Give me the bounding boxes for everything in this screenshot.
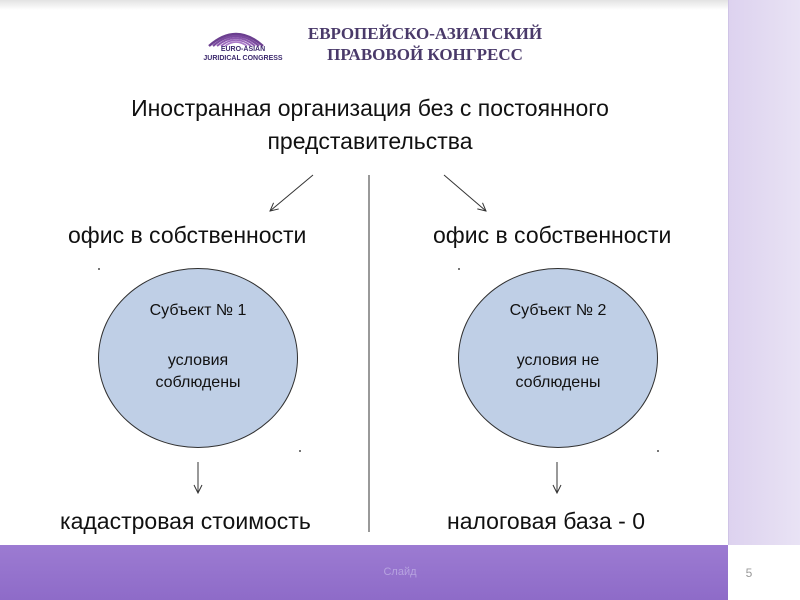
marker-dot	[657, 450, 659, 452]
footer-band	[0, 545, 728, 600]
subject-1-condition-line-2: соблюдены	[155, 374, 241, 391]
left-branch-label: офис в собственности	[68, 222, 307, 248]
diagram-connectors	[0, 174, 728, 532]
slide-title-line-2: представительства	[267, 128, 473, 154]
subject-1-title: Субъект № 1	[149, 302, 247, 319]
top-shadow	[0, 0, 728, 10]
page-number: 5	[745, 566, 753, 580]
side-panel	[728, 0, 800, 545]
left-branch-result: кадастровая стоимость	[60, 508, 311, 534]
logo-english-text: EURO-ASIAN JURIDICAL CONGRESS	[190, 45, 296, 63]
logo-english-line-1: EURO-ASIAN	[220, 46, 266, 53]
marker-dot	[458, 268, 460, 270]
logo-english-line-2: JURIDICAL CONGRESS	[203, 55, 283, 62]
logo-russian-line-1: ЕВРОПЕЙСКО-АЗИАТСКИЙ	[307, 24, 543, 43]
right-branch-result: налоговая база - 0	[447, 508, 645, 534]
slide-canvas: EURO-ASIAN JURIDICAL CONGRESS ЕВРОПЕЙСКО…	[0, 0, 728, 534]
subject-1-circle: Субъект № 1 условия соблюдены	[98, 268, 298, 448]
logo-russian-text: ЕВРОПЕЙСКО-АЗИАТСКИЙ ПРАВОВОЙ КОНГРЕСС	[290, 23, 560, 65]
footer-corner	[728, 545, 800, 600]
arrow-left-branch	[270, 174, 314, 211]
marker-dot	[299, 450, 301, 452]
subject-1-condition-line-1: условия	[167, 352, 229, 369]
subject-2-condition-line-1: условия не	[516, 352, 600, 369]
arrow-right-branch	[443, 174, 486, 211]
logo-russian-line-2: ПРАВОВОЙ КОНГРЕСС	[327, 45, 523, 64]
slide-title-line-1: Иностранная организация без с постоянног…	[131, 95, 609, 121]
subject-2-circle: Субъект № 2 условия не соблюдены	[458, 268, 658, 448]
subject-2-condition-line-2: соблюдены	[515, 374, 601, 391]
slide-title: Иностранная организация без с постоянног…	[60, 92, 680, 158]
marker-dot	[98, 268, 100, 270]
subject-2-title: Субъект № 2	[509, 302, 607, 319]
footer-text: Слайд	[383, 566, 417, 578]
congress-logo-icon	[208, 32, 264, 47]
right-branch-label: офис в собственности	[433, 222, 672, 248]
